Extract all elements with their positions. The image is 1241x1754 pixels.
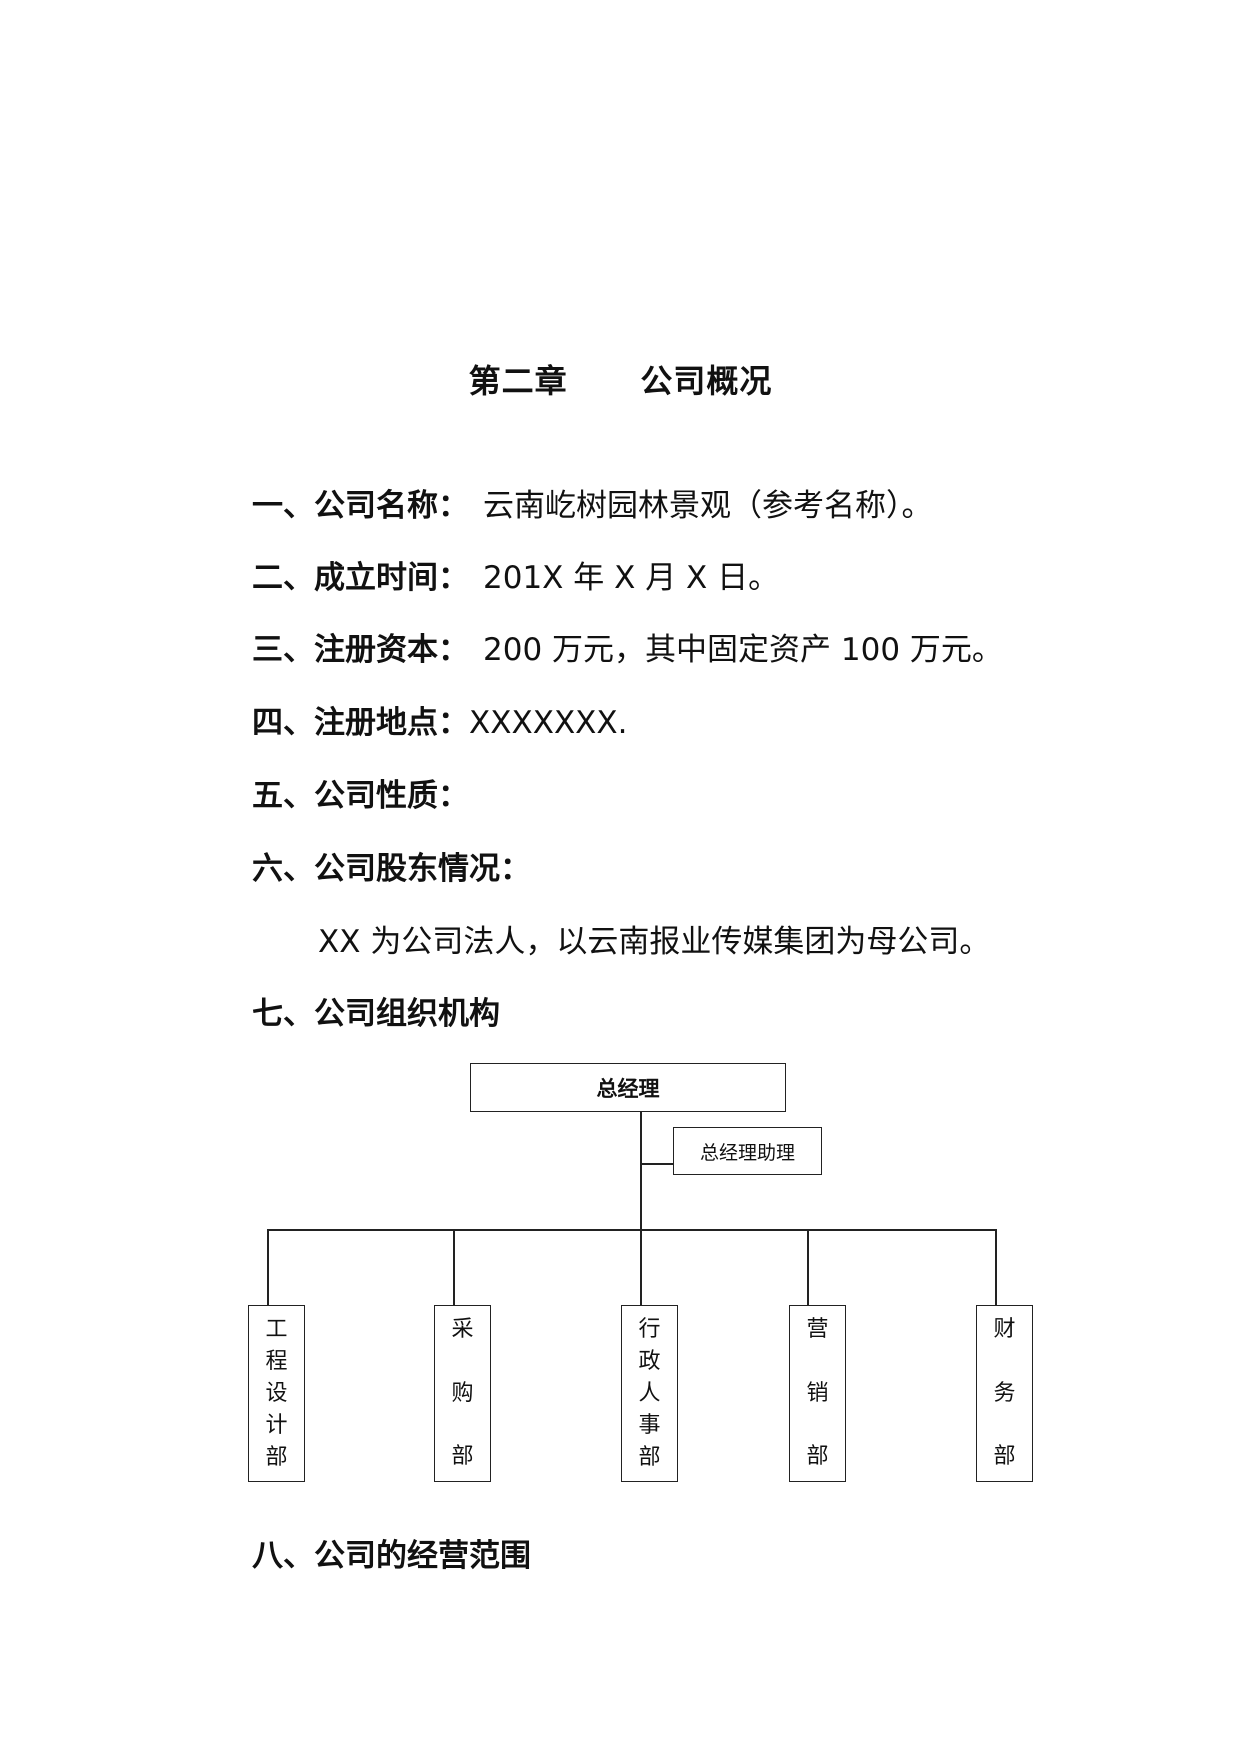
dept-char: 采	[451, 1317, 474, 1342]
dept-char: 部	[451, 1444, 474, 1469]
dept-char: 设	[265, 1381, 288, 1406]
section-registered-address: 四、注册地点：XXXXXXX.	[252, 703, 628, 743]
dept-char: 财	[993, 1317, 1016, 1342]
section-value: 201X 年 X 月 X 日。	[483, 560, 780, 596]
org-node-marketing: 营 销 部	[789, 1305, 846, 1482]
section-label: 六、公司股东情况：	[252, 851, 531, 887]
dept-char: 人	[638, 1381, 661, 1406]
connector-assistant	[640, 1163, 674, 1165]
section-value: 200 万元，其中固定资产 100 万元。	[483, 632, 1003, 668]
chapter-title: 第二章 公司概况	[468, 362, 773, 400]
dept-char: 营	[806, 1317, 829, 1342]
section-label: 八、公司的经营范围	[252, 1538, 531, 1574]
section-value: 云南屹树园林景观（参考名称）。	[483, 488, 933, 524]
connector-dept-3	[640, 1229, 642, 1305]
org-node-ceo: 总经理	[470, 1063, 786, 1112]
shareholder-paragraph: XX 为公司法人，以云南报业传媒集团为母公司。	[318, 924, 991, 960]
section-shareholders: 六、公司股东情况：	[252, 849, 545, 889]
connector-horizontal-bus	[267, 1229, 997, 1231]
dept-char: 销	[806, 1380, 829, 1406]
dept-char: 部	[993, 1444, 1016, 1469]
connector-dept-4	[807, 1229, 809, 1305]
section-label: 五、公司性质：	[252, 778, 469, 814]
section-label: 二、成立时间：	[252, 560, 469, 596]
section-founding-date: 二、成立时间： 201X 年 X 月 X 日。	[252, 558, 779, 598]
dept-char: 购	[451, 1380, 474, 1406]
section-label: 七、公司组织机构	[252, 996, 500, 1032]
dept-char: 务	[993, 1380, 1016, 1406]
section-company-name: 一、公司名称： 云南屹树园林景观（参考名称）。	[252, 486, 933, 526]
dept-char: 计	[265, 1413, 288, 1438]
section-org-structure: 七、公司组织机构	[252, 994, 500, 1034]
org-node-assistant: 总经理助理	[673, 1127, 822, 1175]
org-node-admin-hr: 行 政 人 事 部	[621, 1305, 678, 1482]
dept-char: 部	[638, 1445, 661, 1470]
section-value: XXXXXXX.	[469, 705, 628, 741]
dept-char: 部	[806, 1444, 829, 1469]
section-label: 三、注册资本：	[252, 632, 469, 668]
org-node-finance: 财 务 部	[976, 1305, 1033, 1482]
dept-char: 行	[638, 1317, 661, 1342]
section-registered-capital: 三、注册资本： 200 万元，其中固定资产 100 万元。	[252, 630, 1003, 670]
connector-dept-1	[267, 1229, 269, 1305]
section-business-scope: 八、公司的经营范围	[252, 1536, 531, 1576]
org-node-engineering-design: 工 程 设 计 部	[248, 1305, 305, 1482]
org-node-procurement: 采 购 部	[434, 1305, 491, 1482]
section-label: 四、注册地点：	[252, 705, 469, 741]
section-label: 一、公司名称：	[252, 488, 469, 524]
section-company-nature: 五、公司性质：	[252, 776, 483, 816]
dept-char: 程	[265, 1349, 288, 1374]
connector-dept-5	[995, 1229, 997, 1305]
dept-char: 事	[638, 1413, 661, 1438]
connector-ceo-trunk	[640, 1112, 642, 1231]
connector-dept-2	[453, 1229, 455, 1305]
dept-char: 部	[265, 1445, 288, 1470]
dept-char: 工	[265, 1317, 288, 1342]
dept-char: 政	[638, 1349, 661, 1374]
